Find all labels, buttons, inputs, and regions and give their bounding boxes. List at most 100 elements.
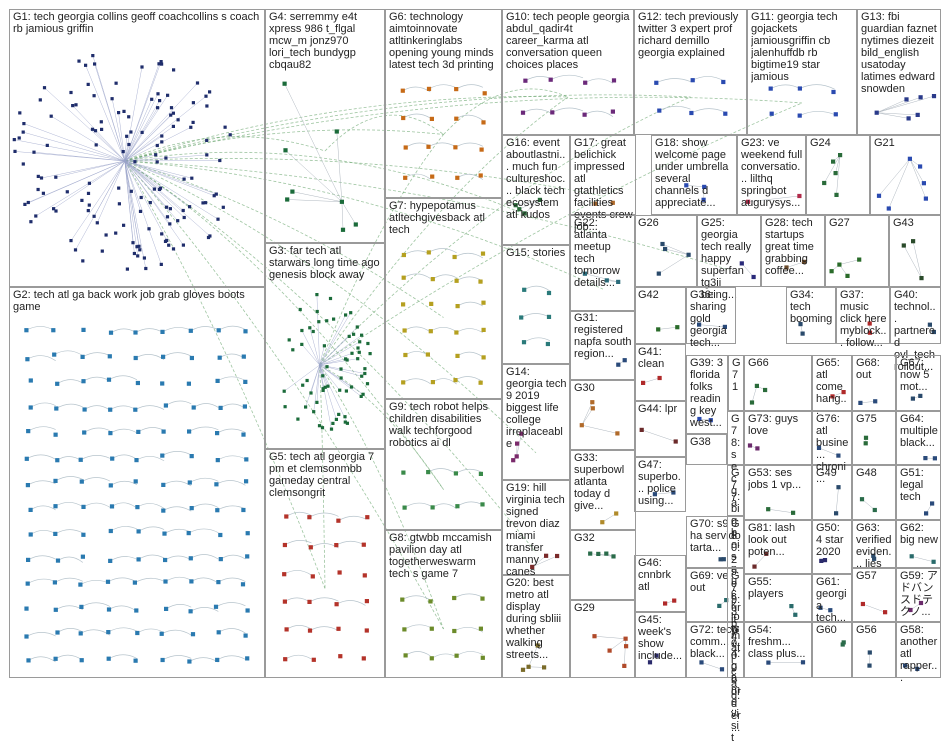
group-label-g8: G8: gtwbb mccamish pavilion day atl toge… [389,532,499,580]
group-box-g64: G64: multiple black... [896,411,941,465]
group-box-g43: G43 [889,215,941,287]
group-label-g39: G39: 3 florida folks reading key west... [690,357,725,429]
group-box-g21: G21 [870,135,941,215]
group-label-g26: G26 [638,217,694,229]
group-label-g31: G31: registered napfa south region... [574,312,633,360]
group-box-g63: G63: verified eviden... lies [852,520,896,568]
group-label-g60: G60 [816,624,849,636]
group-box-g28: G28: tech startups great time grabbing c… [761,215,825,287]
group-box-g81: G81: lash look out poten... [744,520,812,574]
group-label-g65: G65: atl come hang... [816,357,849,417]
group-box-g20: G20: best metro atl display during sblii… [502,575,570,678]
group-label-g2: G2: tech atl ga back work job grab glove… [13,289,262,313]
group-label-g81: G81: lash look out poten... [748,522,809,558]
group-box-g39: G39: 3 florida folks reading key west... [686,355,728,434]
group-box-g65: G65: atl come hang... [812,355,852,411]
group-box-g40: G40: technol... partnered ovl_tech rollo… [890,287,941,344]
group-label-g7: G7: hypepotamus atltechgivesback atl tec… [389,200,499,236]
group-label-g5: G5: tech atl georgia 7 pm et clemsonmbb … [269,451,382,499]
group-box-g38: G38 [686,434,727,465]
group-box-g68: G68: out [852,355,896,411]
group-label-g21: G21 [874,137,938,149]
group-box-g54: G54: freshm... class plus... [744,622,812,678]
group-box-g47: G47: superbo... police using... [634,457,686,512]
group-box-g80: G80: 2 security 000 border... [727,516,744,568]
group-label-g51: G51: legal tech [900,467,938,503]
group-label-g29: G29 [574,602,633,614]
group-box-g32: G32 [570,530,636,600]
group-box-g42: G42 [634,287,686,344]
group-label-g53: G53: ses jobs 1 vp... [748,467,809,491]
group-label-g47: G47: superbo... police using... [638,459,683,507]
group-box-g41: G41: clean [634,344,686,401]
group-box-g12: G12: tech previously twitter 3 expert pr… [634,9,747,135]
group-box-g55: G55: players [744,574,812,622]
group-label-g24: G24 [810,137,867,149]
group-label-g34: G34: tech booming [790,289,833,325]
group-box-g27: G27 [825,215,889,287]
group-label-g55: G55: players [748,576,809,600]
group-label-g80: G80: 2 security 000 border... [731,518,741,734]
group-label-g44: G44: lpr [638,403,683,415]
group-label-g48: G48 [856,467,893,479]
group-label-g33: G33: superbowl atlanta today d give... [574,452,633,512]
group-box-g44: G44: lpr [634,401,686,457]
group-label-g43: G43 [893,217,938,229]
group-label-g10: G10: tech people georgia abdul_qadir4t c… [506,11,631,71]
group-label-g62: G62: big new [900,522,938,546]
group-label-g58: G58: another atl rapper... [900,624,938,684]
group-box-g45: G45: week's show include... [634,612,686,678]
group-box-g24: G24 [806,135,870,215]
group-label-g57: G57 [856,570,893,582]
group-box-g66: G66 [744,355,812,411]
group-box-g58: G58: another atl rapper... [896,622,941,678]
group-box-g51: G51: legal tech [896,465,941,520]
group-box-g71: G71 [728,355,744,411]
group-label-g22: G22: atlanta meetup tech tomorrow detail… [574,217,633,289]
group-box-g22: G22: atlanta meetup tech tomorrow detail… [570,215,636,312]
group-box-g26: G26 [634,215,697,287]
group-box-g11: G11: georgia tech gojackets jamiousgriff… [747,9,857,135]
group-label-g41: G41: clean [638,346,683,370]
group-label-g38: G38 [690,436,724,448]
group-box-g3: G3: far tech atl starwars long time ago … [265,243,385,449]
group-box-g48: G48 [852,465,896,520]
group-label-g16: G16: event aboutlastni... much fun cultu… [506,137,567,221]
group-box-g17: G17: great belichick impressed atl gtath… [570,135,636,215]
group-label-g32: G32 [574,532,633,544]
group-label-g76: G76: atl busine... chroni... [816,413,849,485]
group-label-g15: G15: stories [506,247,567,259]
group-box-g31: G31: registered napfa south region... [570,310,636,380]
group-label-g56: G56 [856,624,893,636]
group-label-g75: G75 [856,413,893,425]
group-box-g30: G30 [570,380,636,450]
group-label-g11: G11: georgia tech gojackets jamiousgriff… [751,11,854,83]
group-box-g19: G19: hill virginia tech signed trevon di… [502,480,570,575]
group-box-g2: G2: tech atl ga back work job grab glove… [9,287,265,678]
group-box-g50: G50: 4 star 2020 [812,520,852,574]
group-label-g46: G46: cnnbrk atl [638,557,683,593]
group-label-g61: G61: georgia tech... [816,576,849,624]
group-label-g64: G64: multiple black... [900,413,938,449]
group-box-g8: G8: gtwbb mccamish pavilion day atl toge… [385,530,502,678]
group-label-g66: G66 [748,357,809,369]
group-box-g53: G53: ses jobs 1 vp... [744,465,812,520]
group-label-g67: G67: now 5 mot... [900,357,938,393]
group-box-g13: G13: fbi guardian faznet nytimes diezeit… [857,9,941,135]
group-label-g12: G12: tech previously twitter 3 expert pr… [638,11,744,59]
group-box-g73: G73: guys love [744,411,812,465]
group-box-g25: G25: georgia tech really happy superfan … [697,215,761,287]
group-box-g23: G23: ve weekend full conversatio... lilt… [737,135,806,215]
group-box-g16: G16: event aboutlastni... much fun cultu… [502,135,570,245]
group-box-g36: G36: sharing gold georgia tech... [686,287,736,344]
group-label-g18: G18: show welcome page under umbrella se… [655,137,734,209]
group-box-g6: G6: technology aimtoinnovate atltinkerin… [385,9,502,198]
group-label-g13: G13: fbi guardian faznet nytimes diezeit… [861,11,938,95]
group-label-g71: G71 [732,357,741,393]
group-label-g6: G6: technology aimtoinnovate atltinkerin… [389,11,499,71]
group-box-g61: G61: georgia tech... [812,574,852,622]
group-label-g27: G27 [829,217,886,229]
group-label-g9: G9: tech robot helps children disabiliti… [389,401,499,449]
group-label-g50: G50: 4 star 2020 [816,522,849,558]
group-box-g1: G1: tech georgia collins geoff coachcoll… [9,9,265,287]
